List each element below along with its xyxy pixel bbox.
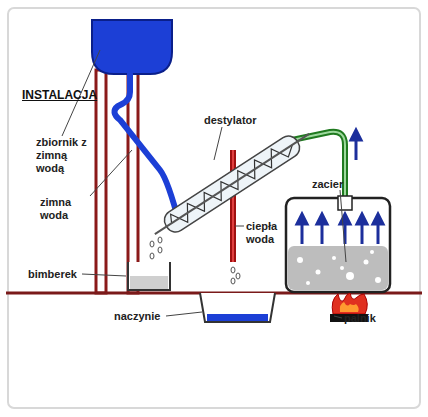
cold-water-pipe (114, 74, 180, 226)
part-label: destylator (204, 114, 257, 127)
steam-arrows (297, 130, 383, 244)
part-label: palnik (344, 312, 376, 325)
warm-water-pipe (230, 150, 236, 262)
part-label: bimberek (28, 268, 77, 281)
part-label: zacier (312, 178, 343, 191)
leader-lines (62, 50, 346, 318)
bubbles (297, 250, 381, 285)
part-label: zimna woda (40, 196, 92, 222)
frame (8, 8, 420, 408)
beaker-liquid (130, 276, 168, 289)
vapor-tube-inner (292, 132, 345, 205)
mash (288, 246, 388, 290)
stand-post (96, 70, 106, 293)
part-label: ciepła woda (246, 220, 296, 246)
part-label: naczynie (114, 310, 160, 323)
pot-plug (338, 196, 352, 210)
beaker (128, 262, 170, 290)
tray (200, 293, 275, 322)
pot (286, 198, 390, 292)
diagram-title: INSTALACJA (22, 88, 97, 102)
stand-post (128, 70, 138, 293)
vapor-tube (292, 132, 345, 205)
warm-water-pipe-inner (232, 150, 234, 262)
water-tank (92, 20, 172, 74)
tray-water (207, 314, 268, 321)
part-label: zbiornik z zimną wodą (36, 136, 92, 175)
